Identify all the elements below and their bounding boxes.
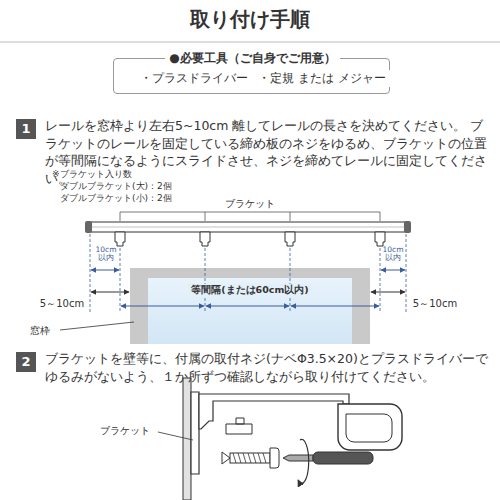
screwdriver-handle — [313, 452, 373, 464]
note: ダブルブラケット(小)：2個 — [60, 192, 220, 204]
part-name: 窓枠 — [30, 324, 60, 338]
screw-thread — [233, 453, 266, 463]
dimension: 等間隔(または60cm以内) — [188, 284, 311, 297]
step-number: 1 — [16, 119, 36, 139]
rail-cap — [404, 221, 411, 233]
bracket — [115, 232, 385, 246]
rail-cap — [85, 221, 92, 233]
screw-head — [270, 448, 279, 468]
bracket-arm — [199, 394, 349, 429]
rotation-arrow — [298, 439, 309, 483]
note: ダブルブラケット(大)：2個 — [60, 180, 220, 192]
dimension: 5～10cm — [406, 297, 464, 311]
rail-section — [346, 414, 392, 442]
bracket-plate — [191, 392, 199, 474]
window-glass — [148, 278, 352, 344]
step-number: 2 — [16, 352, 36, 372]
note: ※ブラケット入り数 — [52, 168, 212, 180]
screw-shaft — [230, 453, 270, 463]
tools-box: ●必要工具（ご自身でご用意）・プラスドライバー・定規 または メジャー — [113, 58, 390, 94]
step-number-text: 2 — [16, 352, 36, 372]
bracket-clamp — [226, 418, 252, 434]
dimension-arrow — [91, 270, 405, 306]
rail — [88, 222, 408, 232]
leader-line — [158, 432, 193, 440]
guide-line — [90, 234, 406, 312]
title-rule — [0, 41, 500, 43]
tool-item: ・定規 または メジャー — [254, 70, 390, 87]
step-text: ブラケットを壁等に、付属の取付ネジ(ナベΦ3.5×20)とプラスドライバーでゆる… — [45, 350, 493, 385]
dimension: 5～10cm — [35, 297, 89, 311]
bracket-leader — [120, 212, 380, 221]
screw-tip — [222, 452, 230, 464]
step-number-text: 1 — [16, 119, 36, 139]
tool-item: ・プラスドライバー — [136, 70, 252, 87]
part-name: ブラケット — [100, 424, 160, 438]
title: 取り付け手順 — [0, 6, 500, 33]
rail-section — [338, 404, 402, 450]
part-name: ブラケット — [222, 197, 278, 211]
dimension: 10cm 以内 — [379, 246, 407, 263]
leader-line — [60, 322, 134, 330]
box-heading: ●必要工具（ご自身でご用意） — [165, 50, 339, 67]
dimension: 10cm 以内 — [92, 246, 120, 263]
